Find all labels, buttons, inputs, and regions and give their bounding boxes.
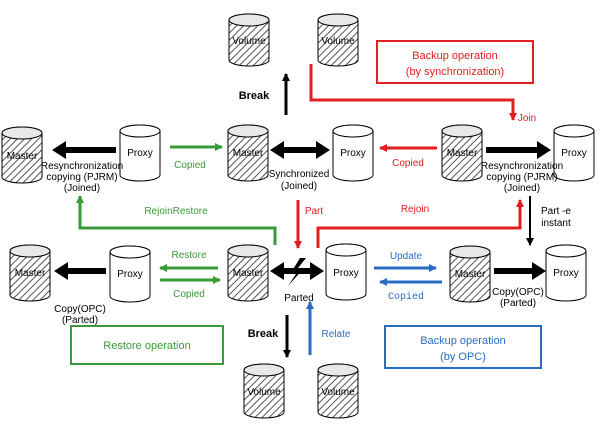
- proxy-label: Proxy: [333, 268, 359, 279]
- copy-arrow-top-left: [52, 141, 116, 159]
- master-left-top-cylinder: Master: [1, 126, 43, 184]
- proxy-right-top-cylinder: Proxy: [553, 124, 595, 182]
- restore-operation-title: Restore operation: [103, 340, 190, 352]
- master-center-bottom-cylinder: Master: [227, 244, 269, 302]
- master-left-bottom-cylinder: Master: [9, 244, 51, 302]
- rejoin-restore-label: RejoinRestore: [144, 206, 208, 217]
- master-right-bottom-cylinder: Master: [449, 245, 491, 303]
- resync-left-line1: Resynchronization: [41, 161, 123, 172]
- volume-top-right-cylinder: Volume: [317, 13, 359, 67]
- copy-opc-right-line2: (Parted): [500, 298, 536, 309]
- volume-bottom-right-cylinder: Volume: [317, 363, 359, 419]
- rejoin-restore-arrow: [76, 195, 277, 245]
- copy-opc-right-line1: Copy(OPC): [492, 287, 544, 298]
- opc-arrow-bottom-right: [494, 262, 546, 280]
- copied-bottom-right-label: Copied: [388, 291, 424, 303]
- resync-left-line3: (Joined): [64, 183, 100, 194]
- backup-sync-subtitle: (by synchronization): [406, 66, 504, 78]
- relate-label: Relate: [322, 329, 351, 340]
- master-label: Master: [7, 151, 38, 162]
- proxy-right-bottom-cylinder: Proxy: [545, 244, 587, 302]
- volume-top-left-cylinder: Volume: [228, 13, 270, 67]
- opc-arrow-bottom-left: [54, 262, 106, 280]
- volume-label: Volume: [232, 36, 266, 47]
- resync-right-line3: (Joined): [504, 183, 540, 194]
- join-arrow: [309, 64, 517, 121]
- proxy-left-bottom-cylinder: Proxy: [109, 245, 151, 303]
- sync-arrow-top-center: [270, 141, 330, 159]
- break-top-label: Break: [239, 90, 270, 102]
- copy-opc-left-line2: (Parted): [62, 315, 98, 326]
- master-label: Master: [447, 148, 478, 159]
- master-label: Master: [15, 268, 46, 279]
- synchronized-line2: (Joined): [281, 181, 317, 192]
- backup-opc-title: Backup operation: [420, 335, 506, 347]
- master-center-top-cylinder: Master: [227, 124, 269, 182]
- volume-label: Volume: [247, 387, 281, 398]
- resync-left-line2: copying (PJRM): [46, 172, 117, 183]
- part-instant-line1: Part -e: [541, 206, 571, 217]
- restore-operation-box: Restore operation: [70, 325, 224, 365]
- part-instant-line2: instant: [541, 218, 571, 229]
- restore-label: Restore: [171, 250, 206, 261]
- join-label: Join: [518, 113, 536, 124]
- part-label: Part: [305, 206, 324, 217]
- lightning-icon: [288, 258, 306, 286]
- update-label: Update: [390, 251, 423, 262]
- proxy-left-top-cylinder: Proxy: [119, 124, 161, 182]
- backup-opc-box: Backup operation (by OPC): [384, 325, 542, 369]
- master-right-top-cylinder: Master: [441, 124, 483, 182]
- volume-bottom-left-cylinder: Volume: [243, 363, 285, 419]
- master-label: Master: [233, 148, 264, 159]
- synchronized-line1: Synchronized: [269, 169, 330, 180]
- volume-label: Volume: [321, 387, 355, 398]
- rejoin-label: Rejoin: [401, 204, 429, 215]
- copied-top-left-label: Copied: [174, 160, 206, 171]
- rejoin-arrow: [316, 199, 524, 248]
- backup-sync-title: Backup operation: [412, 50, 498, 62]
- proxy-label: Proxy: [127, 148, 153, 159]
- resync-right-line2: copying (PJRM): [486, 172, 557, 183]
- proxy-label: Proxy: [340, 148, 366, 159]
- copy-opc-left-line1: Copy(OPC): [54, 304, 106, 315]
- backup-sync-box: Backup operation (by synchronization): [376, 40, 534, 84]
- break-bottom-label: Break: [248, 328, 279, 340]
- proxy-label: Proxy: [561, 148, 587, 159]
- backup-opc-subtitle: (by OPC): [440, 351, 486, 363]
- parted-label: Parted: [284, 293, 313, 304]
- proxy-label: Proxy: [117, 269, 143, 280]
- volume-label: Volume: [321, 36, 355, 47]
- master-label: Master: [455, 269, 486, 280]
- master-label: Master: [233, 268, 264, 279]
- copied-bottom-left-label: Copied: [173, 289, 205, 300]
- proxy-center-top-cylinder: Proxy: [332, 124, 374, 182]
- proxy-center-bottom-cylinder: Proxy: [325, 243, 367, 301]
- resync-arrow-top-right: [486, 141, 551, 159]
- resync-right-line1: Resynchronization: [481, 161, 563, 172]
- copied-top-center-label: Copied: [392, 158, 424, 169]
- proxy-label: Proxy: [553, 268, 579, 279]
